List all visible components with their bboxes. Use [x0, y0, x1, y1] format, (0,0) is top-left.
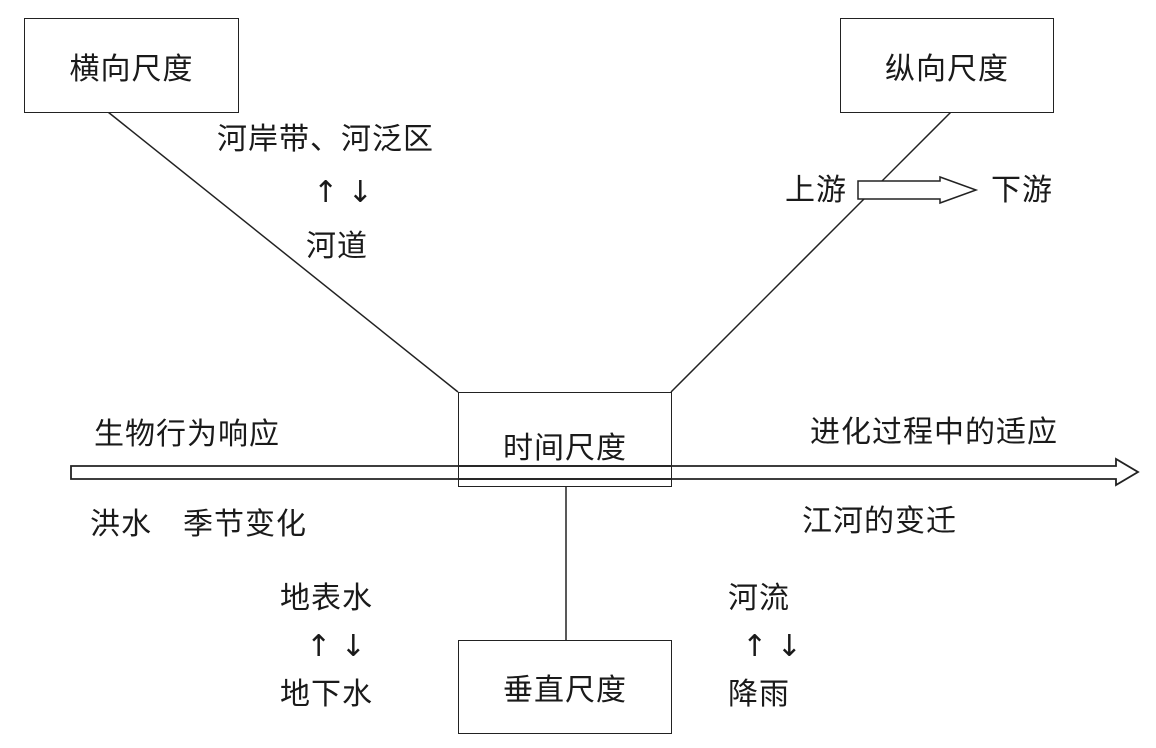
channel-label: 河道	[306, 229, 368, 264]
lateral-scale-label: 横向尺度	[69, 51, 194, 87]
surface-water-label: 地表水	[280, 581, 373, 616]
river-change-label: 江河的变迁	[802, 504, 957, 539]
vertical-scale-box: 垂直尺度	[458, 640, 672, 734]
lateral-scale-box: 横向尺度	[24, 18, 239, 113]
rainfall-label: 降雨	[728, 677, 790, 712]
groundwater-label: 地下水	[280, 677, 373, 712]
lateral-exchange-arrows: ↑ ↓	[313, 175, 373, 210]
river-rainfall-arrows: ↑ ↓	[742, 629, 802, 664]
longitudinal-scale-label: 纵向尺度	[885, 51, 1009, 87]
riparian-floodplain-label: 河岸带、河泛区	[217, 122, 434, 157]
vertical-scale-label: 垂直尺度	[503, 673, 627, 708]
temporal-scale-box: 时间尺度	[458, 392, 672, 487]
upstream-downstream-arrow	[857, 175, 979, 205]
connector-lateral	[107, 111, 459, 393]
biological-response-label: 生物行为响应	[94, 417, 280, 452]
flood-seasonal-label: 洪水 季节变化	[90, 507, 307, 542]
evolutionary-adaptation-label: 进化过程中的适应	[810, 415, 1058, 450]
river-label: 河流	[728, 581, 790, 616]
connector-longitudinal	[670, 111, 952, 393]
longitudinal-scale-box: 纵向尺度	[840, 18, 1054, 113]
temporal-scale-label: 时间尺度	[503, 431, 627, 466]
surface-groundwater-arrows: ↑ ↓	[306, 629, 366, 664]
upstream-label: 上游	[785, 173, 847, 208]
downstream-label: 下游	[991, 173, 1053, 208]
